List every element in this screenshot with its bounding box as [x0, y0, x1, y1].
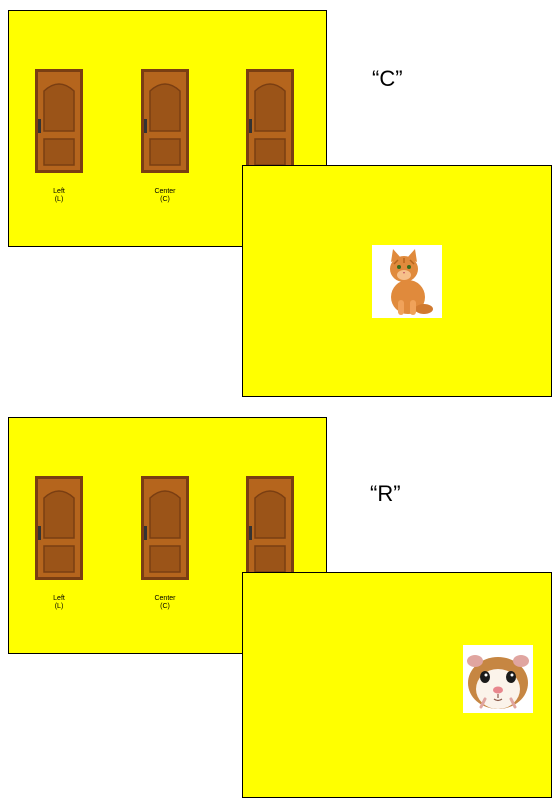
door-left-name: Left [19, 188, 99, 196]
door-left-key: (L) [19, 196, 99, 204]
door-center-name: Center [125, 595, 205, 603]
door-center-label: Center (C) [125, 595, 205, 611]
door-right[interactable] [246, 476, 294, 580]
reveal-screen [242, 572, 552, 798]
door-left-label: Left (L) [19, 188, 99, 204]
door-icon [246, 476, 294, 580]
door-icon [246, 69, 294, 173]
door-center[interactable] [141, 69, 189, 173]
response-label: “C” [372, 66, 403, 92]
door-left[interactable] [35, 69, 83, 173]
door-center-name: Center [125, 188, 205, 196]
door-icon [141, 69, 189, 173]
door-icon [35, 476, 83, 580]
cat-icon [372, 245, 442, 318]
door-center-key: (C) [125, 196, 205, 204]
door-icon [35, 69, 83, 173]
door-right[interactable] [246, 69, 294, 173]
door-left[interactable] [35, 476, 83, 580]
door-left-name: Left [19, 595, 99, 603]
reveal-screen [242, 165, 552, 397]
door-left-label: Left (L) [19, 595, 99, 611]
guinea-pig-icon [463, 645, 533, 713]
door-icon [141, 476, 189, 580]
response-label: “R” [370, 481, 401, 507]
door-center-label: Center (C) [125, 188, 205, 204]
door-center[interactable] [141, 476, 189, 580]
door-center-key: (C) [125, 603, 205, 611]
door-left-key: (L) [19, 603, 99, 611]
